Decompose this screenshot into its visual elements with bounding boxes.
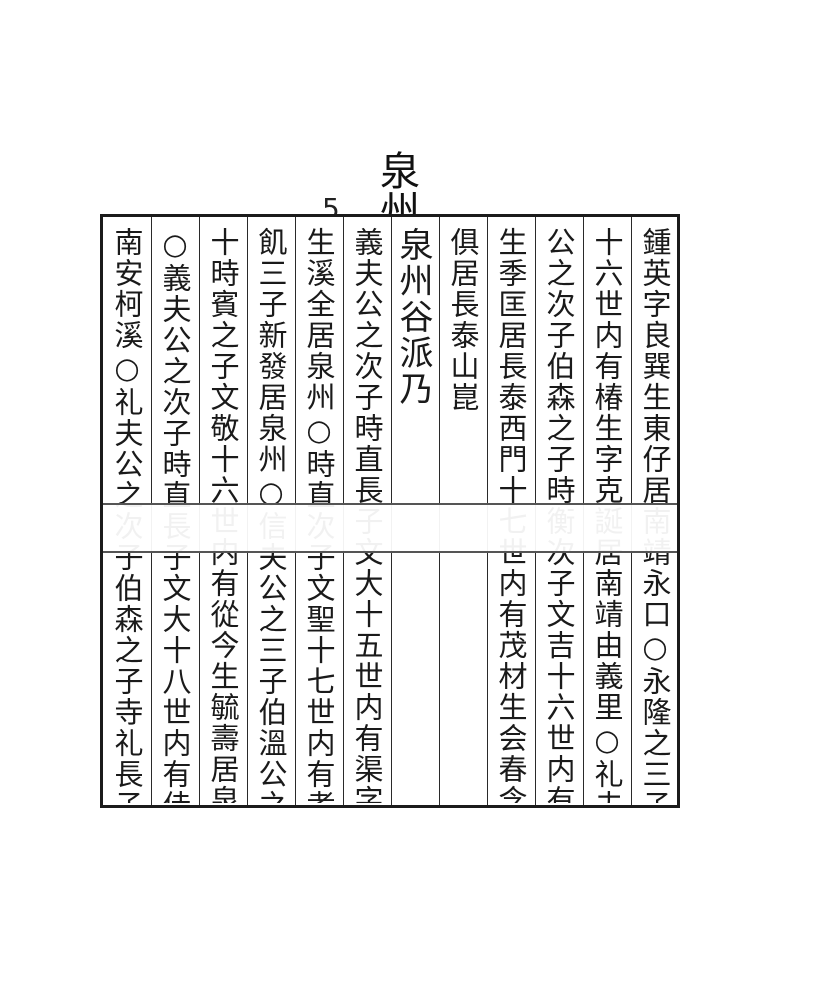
column-rule [199, 217, 200, 805]
column-rule [583, 217, 584, 805]
section-heading-column: 泉州谷派乃 [393, 227, 433, 407]
text-column: 鍾英字良巽生東仔居南靖永口○永隆之三子文仁 [638, 227, 672, 803]
text-column: 十六世内有椿生字克誕居南靖由義里○礼夫 [590, 227, 624, 803]
text-column: 十時賓之子文敬十六世内有從今生毓壽居泉州 [206, 227, 240, 803]
genealogy-sheet: 鍾英字良巽生東仔居南靖永口○永隆之三子文仁 十六世内有椿生字克誕居南靖由義里○礼… [100, 214, 680, 808]
text-column: 飢三子新發居泉州○信夫公之三子伯溫公之 [254, 227, 288, 803]
column-rule [151, 217, 152, 805]
column-rule [247, 217, 248, 805]
text-column: 南安柯溪○礼夫公之次子伯森之子寺礼長子文自 [110, 227, 144, 803]
column-rule [487, 217, 488, 805]
text-column: 俱居長泰山崑 [446, 227, 480, 413]
text-column: 公之次子伯森之子時衡次子文吉十六世内有崇恩 [542, 227, 576, 803]
column-rule [295, 217, 296, 805]
column-rule [631, 217, 632, 805]
column-rule [535, 217, 536, 805]
text-column: 生季匡居長泰西門十七世内有茂材生会春含岩 [494, 227, 528, 803]
column-rule [439, 217, 440, 805]
text-column: 生溪全居泉州○時直次子文聖十七世内有孝成字 [302, 227, 336, 803]
text-column: 義夫公之次子時直長子文大十五世内有渠字体 [350, 227, 384, 803]
text-column: ○義夫公之次子時直長子文大十八世内有佳字光顯居 [158, 227, 192, 803]
column-rule [343, 217, 344, 805]
